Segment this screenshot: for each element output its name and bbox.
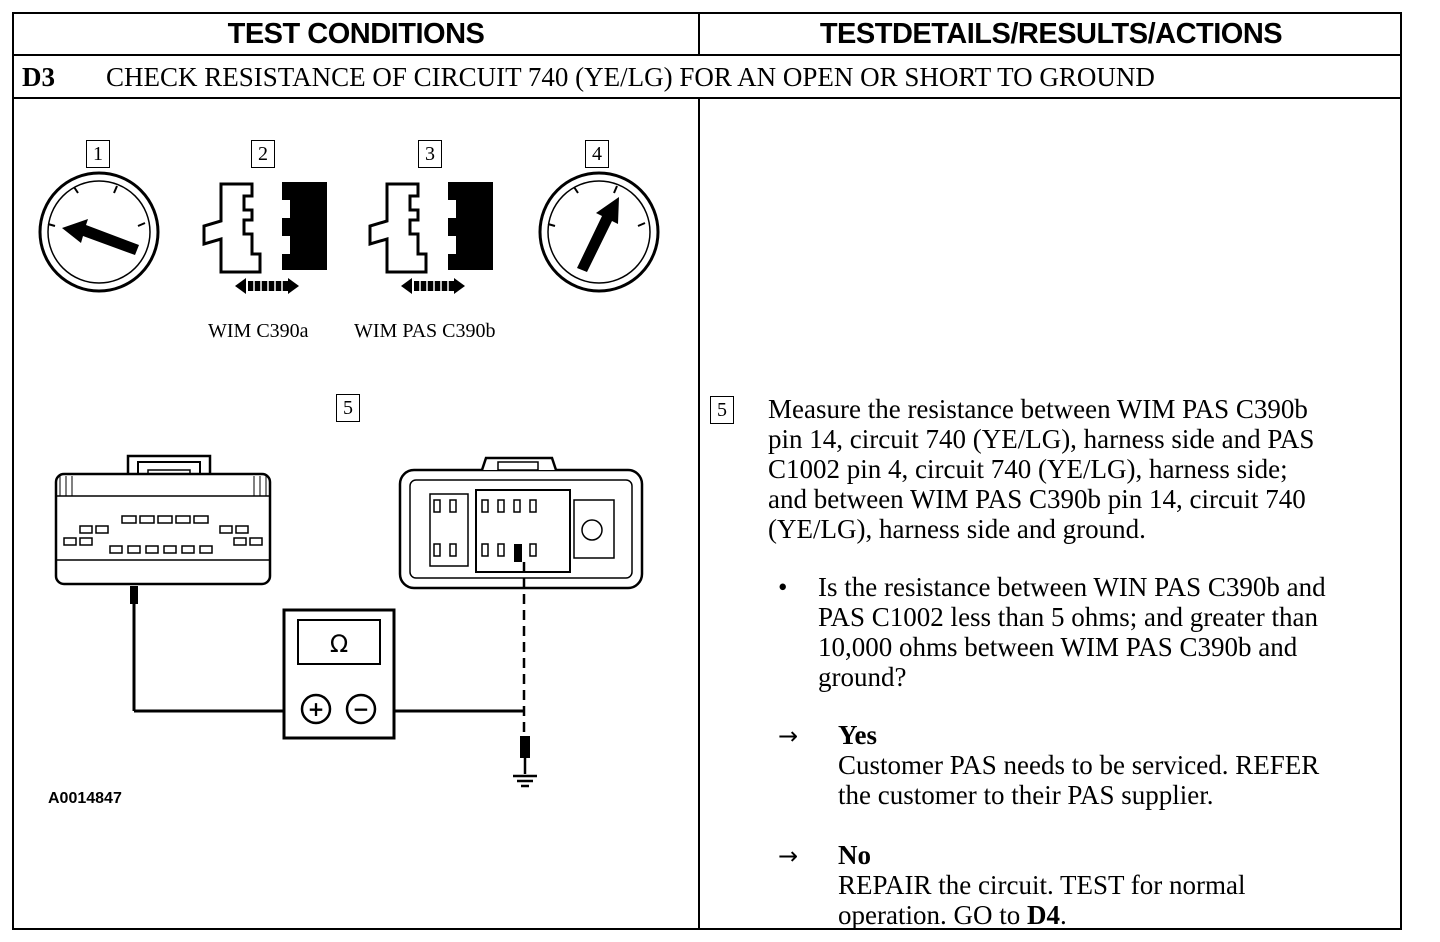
test-conditions-header: TEST CONDITIONS <box>227 17 485 50</box>
callout-2: 2 <box>251 140 275 168</box>
figure-id: A0014847 <box>48 790 122 807</box>
step-id: D3 <box>22 61 55 92</box>
callout-3: 3 <box>418 140 442 168</box>
test-step-table: TEST CONDITIONS TESTDETAILS/RESULTS/ACTI… <box>12 12 1402 930</box>
meter-plus-terminal: + <box>308 697 325 721</box>
yes-label: Yes <box>838 720 877 750</box>
pas-connector-icon <box>398 456 644 590</box>
ohmmeter-icon: Ω + − <box>282 608 396 740</box>
callout-4: 4 <box>585 140 609 168</box>
meter-minus-terminal: − <box>353 697 370 721</box>
step-title-row: D3 CHECK RESISTANCE OF CIRCUIT 740 (YE/L… <box>14 56 1400 98</box>
header-divider <box>14 54 1400 56</box>
connector-b-label: WIM PAS C390b <box>354 320 496 342</box>
callout-1: 1 <box>86 140 110 168</box>
test-conditions-diagram: Ω + − <box>38 171 660 788</box>
column-divider-top <box>698 14 700 54</box>
wim-connector-icon <box>54 454 272 586</box>
go-to-step-ref: D4 <box>1026 900 1060 930</box>
test-leads <box>130 562 530 774</box>
yes-result: Yes Customer PAS needs to be serviced. R… <box>838 720 1320 810</box>
connector-disconnect-icon <box>202 182 327 294</box>
question-bullet: • <box>778 572 788 602</box>
step-title: CHECK RESISTANCE OF CIRCUIT 740 (YE/LG) … <box>106 61 1155 92</box>
callout-5: 5 <box>336 394 360 422</box>
meter-symbol: Ω <box>330 630 348 658</box>
details-step-number: 5 <box>710 396 734 424</box>
column-divider-body <box>698 99 700 928</box>
ignition-switch-on-icon <box>538 171 660 293</box>
connector-a-label: WIM C390a <box>208 320 309 342</box>
no-label: No <box>838 840 871 870</box>
ignition-switch-off-icon <box>38 171 160 293</box>
connector-disconnect-icon <box>368 182 493 294</box>
yes-arrow-icon: → <box>778 722 799 750</box>
no-result: No REPAIR the circuit. TEST for normal o… <box>838 840 1246 930</box>
ground-icon <box>513 774 537 788</box>
step-title-divider <box>14 97 1400 99</box>
no-arrow-icon: → <box>778 842 799 870</box>
test-details-header: TESTDETAILS/RESULTS/ACTIONS <box>819 17 1283 50</box>
question-text: Is the resistance between WIN PAS C390b … <box>818 572 1326 692</box>
instruction-text: Measure the resistance between WIM PAS C… <box>768 394 1315 544</box>
